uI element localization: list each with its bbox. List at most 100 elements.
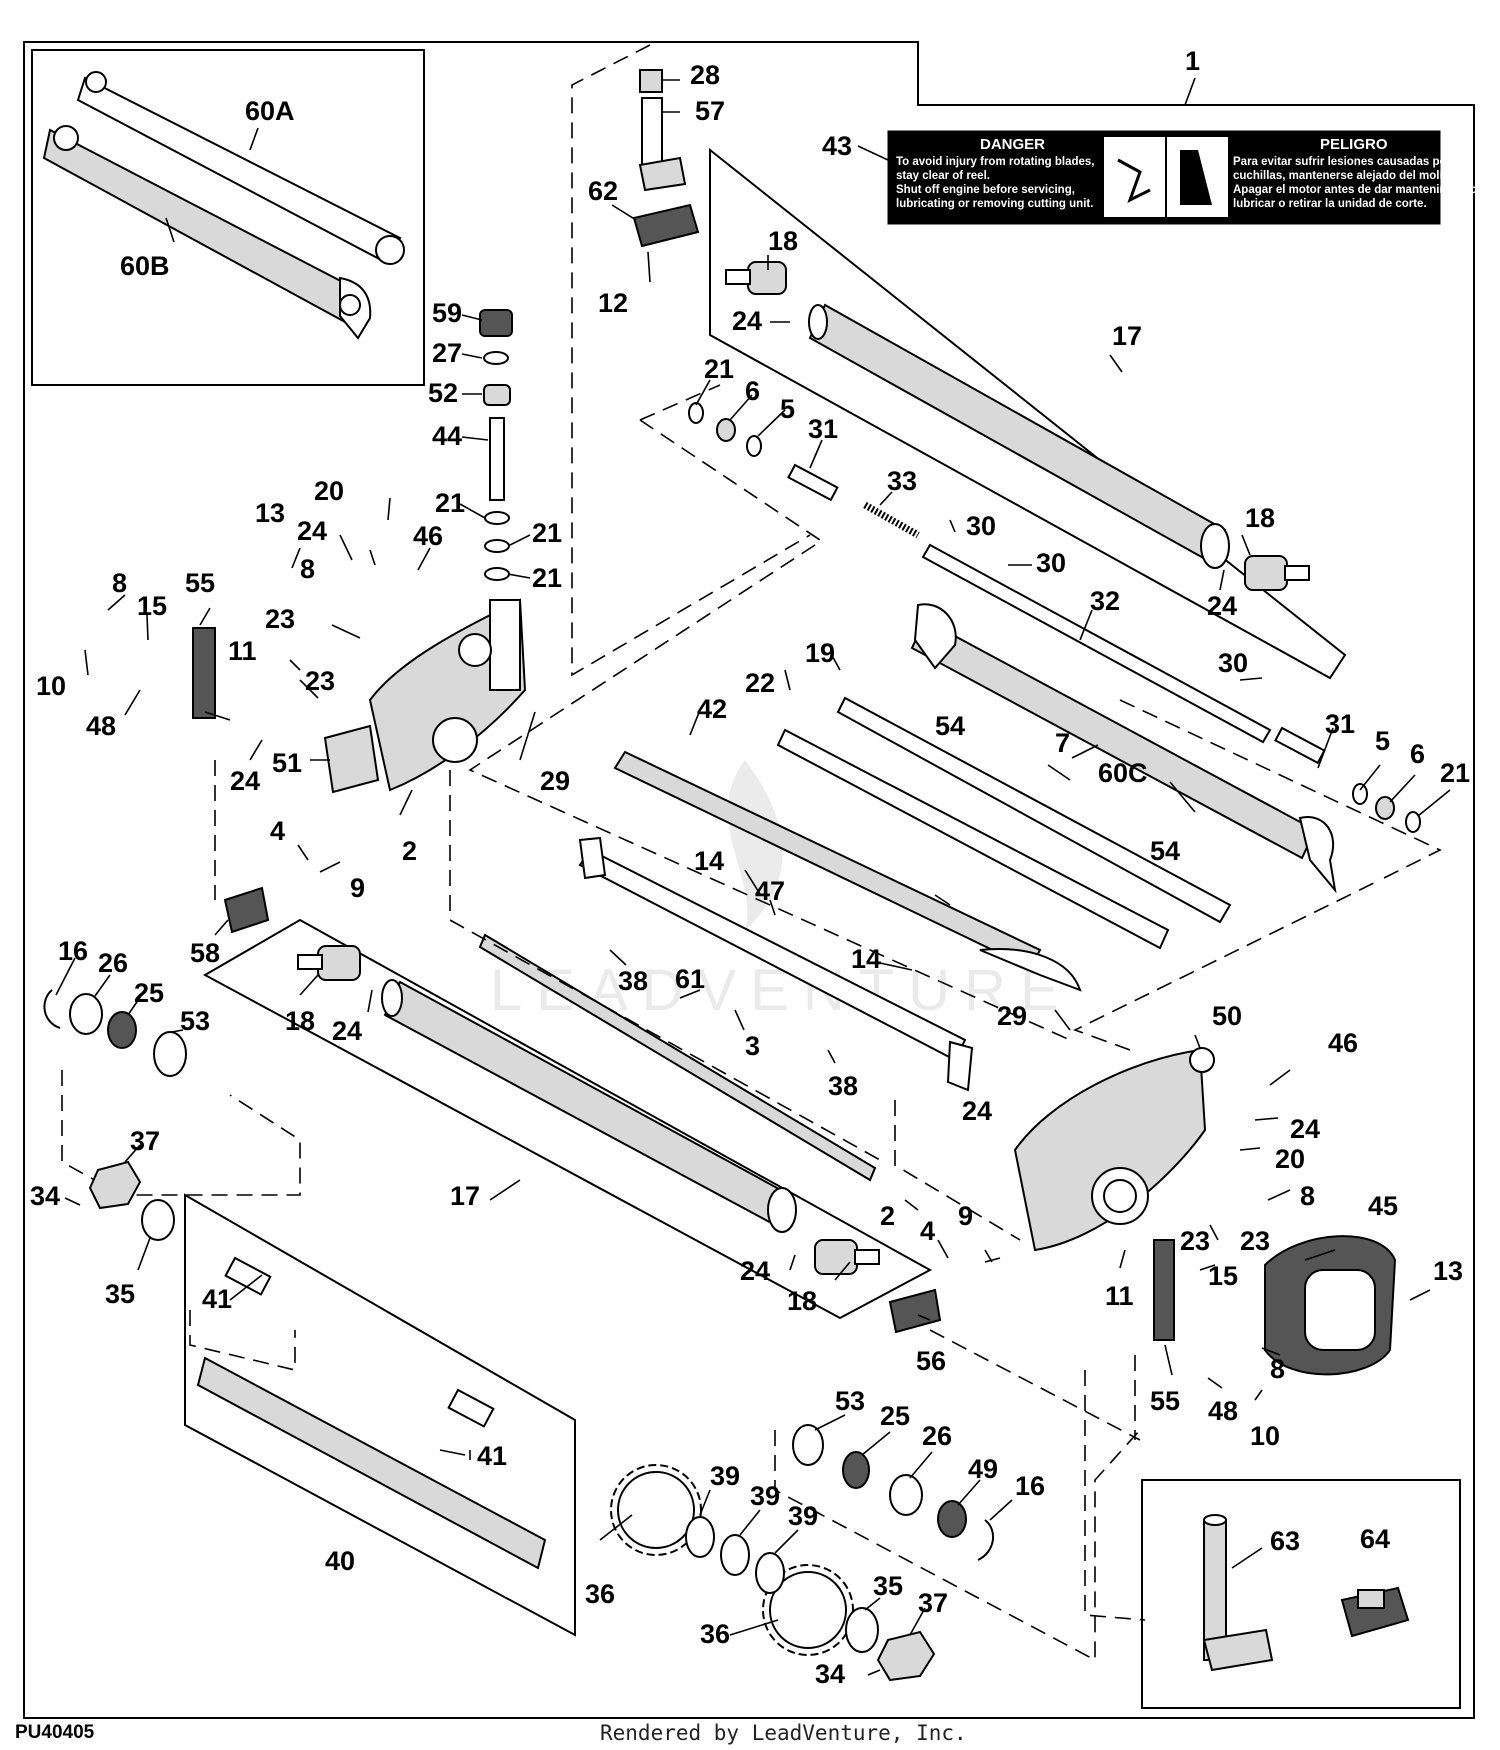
callout-21: 21: [532, 518, 562, 548]
callout-34: 34: [30, 1181, 60, 1211]
callout-10: 10: [36, 671, 66, 701]
callout-60b: 60B: [120, 251, 170, 281]
callout-11: 11: [1105, 1281, 1134, 1311]
bearing-18-top-right: [1244, 555, 1310, 591]
callout-31: 31: [1325, 709, 1355, 739]
bracket-58: [223, 886, 270, 934]
callout-60a: 60A: [245, 96, 295, 126]
callout-54: 54: [935, 711, 965, 741]
part-59-cap: [479, 309, 513, 337]
callout-53: 53: [180, 1006, 210, 1036]
callout-39: 39: [788, 1501, 818, 1531]
callout-2: 2: [402, 836, 417, 866]
callout-12: 12: [598, 288, 628, 318]
peligro-line-2: cuchillas, mantenerse alejado del moline…: [1233, 170, 1469, 182]
part-62-bracket: [632, 203, 700, 248]
callout-42: 42: [697, 694, 727, 724]
rod-61: [478, 933, 877, 1182]
leadventure-watermark: LEADVENTURE: [490, 760, 1059, 1023]
callout-29: 29: [997, 1001, 1027, 1031]
bracket-51: [323, 724, 380, 794]
right-side-plate: [1013, 1047, 1215, 1252]
callout-30: 30: [966, 511, 996, 541]
callout-14: 14: [694, 846, 724, 876]
washer-35-right: [845, 1607, 879, 1653]
callout-24: 24: [297, 516, 327, 546]
callout-24: 24: [332, 1016, 362, 1046]
callout-23: 23: [1240, 1226, 1270, 1256]
callout-8: 8: [1270, 1354, 1285, 1384]
grip-55-right: [1153, 1239, 1175, 1341]
callout-16: 16: [1015, 1471, 1045, 1501]
callout-20: 20: [1275, 1144, 1305, 1174]
callout-23: 23: [265, 604, 295, 634]
bar-19: [836, 696, 1232, 924]
callout-17: 17: [1112, 321, 1142, 351]
callout-31: 31: [808, 414, 838, 444]
part-21-washers: [484, 511, 510, 581]
callout-6: 6: [1410, 739, 1425, 769]
callout-16: 16: [58, 936, 88, 966]
bar-47: [578, 836, 974, 1092]
callout-30: 30: [1036, 548, 1066, 578]
peligro-line-3: Apagar el motor antes de dar mantenimien…: [1233, 184, 1480, 196]
callout-63: 63: [1270, 1526, 1300, 1556]
danger-line-4: lubricating or removing cutting unit.: [896, 198, 1093, 210]
callout-57: 57: [695, 96, 725, 126]
callout-13: 13: [1433, 1256, 1463, 1286]
callout-38: 38: [618, 966, 648, 996]
dashed-group-right-bearing: [774, 1429, 1141, 1662]
callout-5: 5: [780, 394, 795, 424]
callout-15: 15: [1208, 1261, 1238, 1291]
outer-frame: [23, 41, 1475, 1719]
part-28-plug: [639, 69, 663, 93]
callout-28: 28: [690, 60, 720, 90]
danger-line-2: stay clear of reel.: [896, 170, 990, 182]
part-27-washer: [483, 351, 509, 365]
callout-24: 24: [230, 766, 260, 796]
callout-49: 49: [968, 1454, 998, 1484]
inset-box-side-frames: [31, 49, 425, 386]
bearing-18-top-left: [725, 261, 787, 295]
callout-51: 51: [272, 748, 302, 778]
callout-19: 19: [805, 638, 835, 668]
callout-58: 58: [190, 938, 220, 968]
callout-25: 25: [134, 978, 164, 1008]
callout-30: 30: [1218, 648, 1248, 678]
callout-18: 18: [285, 1006, 315, 1036]
grip-55-left: [192, 627, 216, 719]
callout-18: 18: [1245, 503, 1275, 533]
callout-labels: 1 28 57 60A 60B 43 62 18 12 24 17 59 27 …: [30, 46, 1470, 1689]
part-57-post: [638, 97, 687, 192]
callout-55: 55: [185, 568, 215, 598]
render-credit: Rendered by LeadVenture, Inc.: [600, 1721, 967, 1745]
callout-25: 25: [880, 1401, 910, 1431]
callout-4: 4: [920, 1216, 935, 1246]
callout-24: 24: [1207, 591, 1237, 621]
side-frame-60a: [76, 71, 405, 265]
callout-21: 21: [1440, 758, 1470, 788]
callout-10: 10: [1250, 1421, 1280, 1451]
leader-lines: [55, 77, 1451, 1676]
callout-32: 32: [1090, 586, 1120, 616]
callout-13: 13: [255, 498, 285, 528]
inset-box-63-64: [1141, 1479, 1461, 1709]
shaft-assembly: [688, 402, 1421, 833]
dashed-group-top: [571, 44, 811, 677]
danger-line-1: To avoid injury from rotating blades,: [896, 156, 1095, 168]
figure-code: PU40405: [15, 1722, 95, 1743]
callout-1: 1: [1185, 46, 1200, 76]
callout-54: 54: [1150, 836, 1180, 866]
bed-knife-22: [776, 728, 1170, 950]
part-52-bushing: [483, 384, 511, 406]
callout-17: 17: [450, 1181, 480, 1211]
side-frame-60c: [910, 603, 1337, 894]
dashed-pin-41-box: [189, 1310, 296, 1372]
callout-14: 14: [851, 944, 881, 974]
bedknife-42: [613, 750, 1082, 992]
callout-44: 44: [432, 421, 462, 451]
callout-8: 8: [300, 554, 315, 584]
callout-21: 21: [532, 563, 562, 593]
callout-27: 27: [432, 338, 462, 368]
callout-55: 55: [1150, 1386, 1180, 1416]
